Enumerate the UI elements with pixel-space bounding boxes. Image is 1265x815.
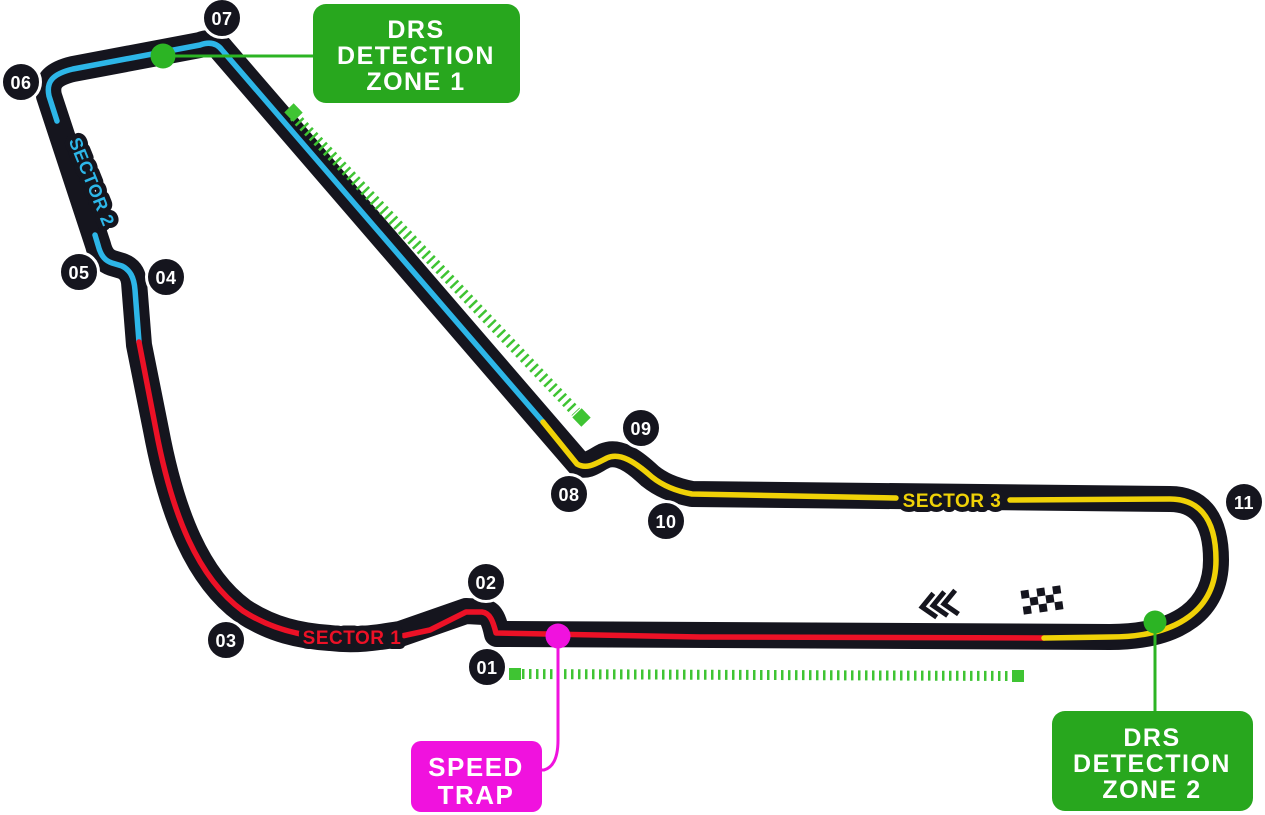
drs-zone-ticks-start-square-2 [509,668,521,680]
svg-text:01: 01 [476,658,497,678]
drs-zone-ticks-end-square [572,408,591,427]
drs-zone-1-line1: DRS [387,16,444,44]
svg-text:11: 11 [1234,493,1254,513]
sector1-label: SECTOR 1 [303,628,402,649]
drs-detection-dot-2 [1143,610,1167,634]
drs-zone-2-line3: ZONE 2 [1102,776,1201,804]
svg-text:03: 03 [215,631,236,651]
svg-text:04: 04 [155,268,176,288]
track-outline [35,30,1229,653]
drs-zone-ticks-main-straight [521,669,1011,681]
sector1-line-curva-grande [136,339,304,637]
speed-trap-callout: SPEED TRAP [411,741,542,812]
drs-zone-ticks-start-square [284,103,303,122]
turn-marker-09: 09 [620,407,662,449]
turn-marker-08: 08 [548,473,590,515]
turn-marker-01: 01 [466,646,508,688]
drs-zone-2-line2: DETECTION [1073,750,1231,778]
svg-text:02: 02 [475,573,496,593]
speed-trap-connector-line [541,646,560,772]
sector1-line-main-straight [399,609,1047,641]
direction-chevrons-icon [918,588,960,620]
drs-zone-2-box [1052,711,1253,811]
drs-detection-zone-2-callout: DRS DETECTION ZONE 2 [1052,711,1253,811]
svg-text:05: 05 [68,263,89,283]
drs-zone-2-line1: DRS [1123,724,1180,752]
turn-marker-03: 03 [205,619,247,661]
svg-text:08: 08 [558,485,579,505]
turn-marker-06: 06 [0,61,42,103]
drs-zone-1-line3: ZONE 1 [366,68,465,96]
sector2-line-chicane [92,232,142,345]
svg-text:10: 10 [655,512,676,532]
drs-zone-ticks-end-square-2 [1012,670,1024,682]
sector3-label: SECTOR 3 [903,491,1002,512]
svg-text:09: 09 [630,419,651,439]
sector2-line-back-straight [45,40,546,425]
turn-marker-07: 07 [201,0,243,39]
speed-trap-line1: SPEED [428,752,524,782]
speed-trap-line2: TRAP [438,780,515,810]
turn-marker-11: 11 [1223,481,1265,523]
drs-zone-1-line2: DETECTION [337,42,495,70]
drs-zone-ticks-back-straight [290,112,580,416]
svg-text:06: 06 [10,73,31,93]
speed-trap-dot [545,623,571,649]
checkered-flag-icon [1020,585,1064,615]
svg-text:07: 07 [211,9,232,29]
turn-marker-02: 02 [465,561,507,603]
speed-trap-box [411,741,542,812]
drs-zone-1-box [313,4,520,103]
drs-detection-zone-1-callout: DRS DETECTION ZONE 1 [313,4,520,103]
turn-marker-05: 05 [58,251,100,293]
turn-marker-10: 10 [645,500,687,542]
sector3-line-ascari [540,419,899,501]
sector3-line-parabolica [1007,496,1219,641]
drs-detection-dot-1 [150,43,176,69]
turn-marker-04: 04 [145,256,187,298]
